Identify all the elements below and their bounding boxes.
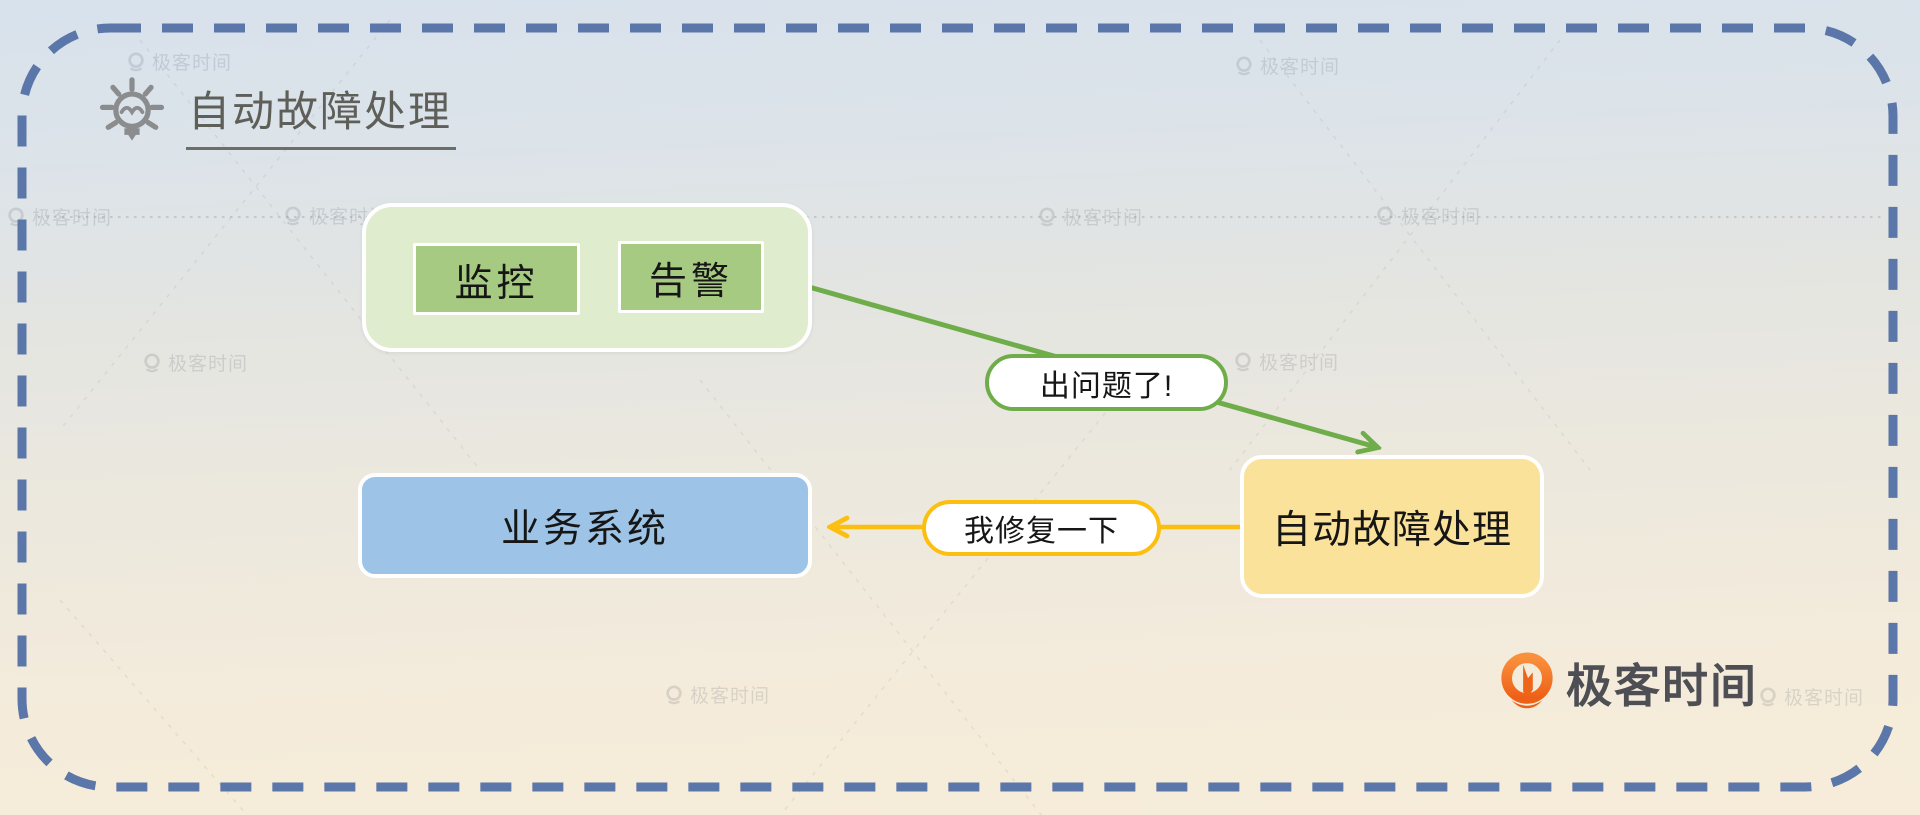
geektime-logo-text: 极客时间 bbox=[1566, 660, 1758, 712]
page-title-block: 自动故障处理 bbox=[94, 72, 457, 156]
watermark: 极客时间 bbox=[1234, 52, 1340, 79]
watermark-text: 极客时间 bbox=[152, 53, 233, 74]
problem-callout-label: 出问题了! bbox=[1039, 369, 1174, 403]
watermark-text: 极客时间 bbox=[168, 354, 249, 375]
auto-handler-label: 自动故障处理 bbox=[1271, 508, 1512, 552]
geektime-watermark-icon bbox=[1377, 205, 1393, 225]
geektime-watermark-icon bbox=[1235, 351, 1251, 371]
business-system-node: 业务系统 bbox=[358, 473, 812, 578]
watermark-text: 极客时间 bbox=[1784, 688, 1865, 709]
lightbulb-icon bbox=[99, 77, 165, 141]
page-title: 自动故障处理 bbox=[186, 78, 457, 150]
watermark-text: 极客时间 bbox=[1401, 207, 1482, 228]
alert-node: 告警 bbox=[618, 241, 764, 313]
watermark: 极客时间 bbox=[126, 48, 232, 75]
geektime-watermark-icon bbox=[666, 684, 682, 704]
geektime-watermark-icon bbox=[1039, 206, 1055, 226]
geektime-watermark-icon bbox=[1760, 686, 1776, 706]
auto-handler-node: 自动故障处理 bbox=[1240, 455, 1544, 598]
watermark-text: 极客时间 bbox=[1260, 57, 1341, 78]
alert-label: 告警 bbox=[648, 260, 733, 303]
geektime-watermark-icon bbox=[285, 205, 301, 225]
geektime-watermark-icon bbox=[1236, 55, 1252, 75]
problem-callout: 出问题了! bbox=[985, 354, 1228, 411]
watermark: 极客时间 bbox=[1375, 202, 1481, 229]
fix-callout: 我修复一下 bbox=[922, 500, 1161, 556]
watermark-text: 极客时间 bbox=[1063, 208, 1144, 229]
geektime-watermark-icon bbox=[144, 352, 160, 372]
business-system-label: 业务系统 bbox=[500, 507, 669, 551]
watermark: 极客时间 bbox=[1758, 683, 1864, 710]
monitor-node: 监控 bbox=[413, 243, 580, 315]
watermark: 极客时间 bbox=[664, 681, 770, 708]
watermark: 极客时间 bbox=[1233, 348, 1339, 375]
dashed-border bbox=[17, 23, 1898, 792]
watermark: 极客时间 bbox=[142, 349, 248, 376]
watermark-text: 极客时间 bbox=[690, 686, 771, 707]
geektime-logo: 极客时间 bbox=[1498, 650, 1758, 716]
watermark: 极客时间 bbox=[6, 203, 112, 230]
monitor-label: 监控 bbox=[454, 262, 539, 305]
watermark-text: 极客时间 bbox=[1259, 353, 1340, 374]
watermark-text: 极客时间 bbox=[32, 208, 113, 229]
watermark: 极客时间 bbox=[1037, 203, 1143, 230]
geektime-watermark-icon bbox=[128, 51, 144, 71]
geektime-logo-icon bbox=[1501, 652, 1553, 709]
fix-callout-label: 我修复一下 bbox=[964, 515, 1119, 548]
